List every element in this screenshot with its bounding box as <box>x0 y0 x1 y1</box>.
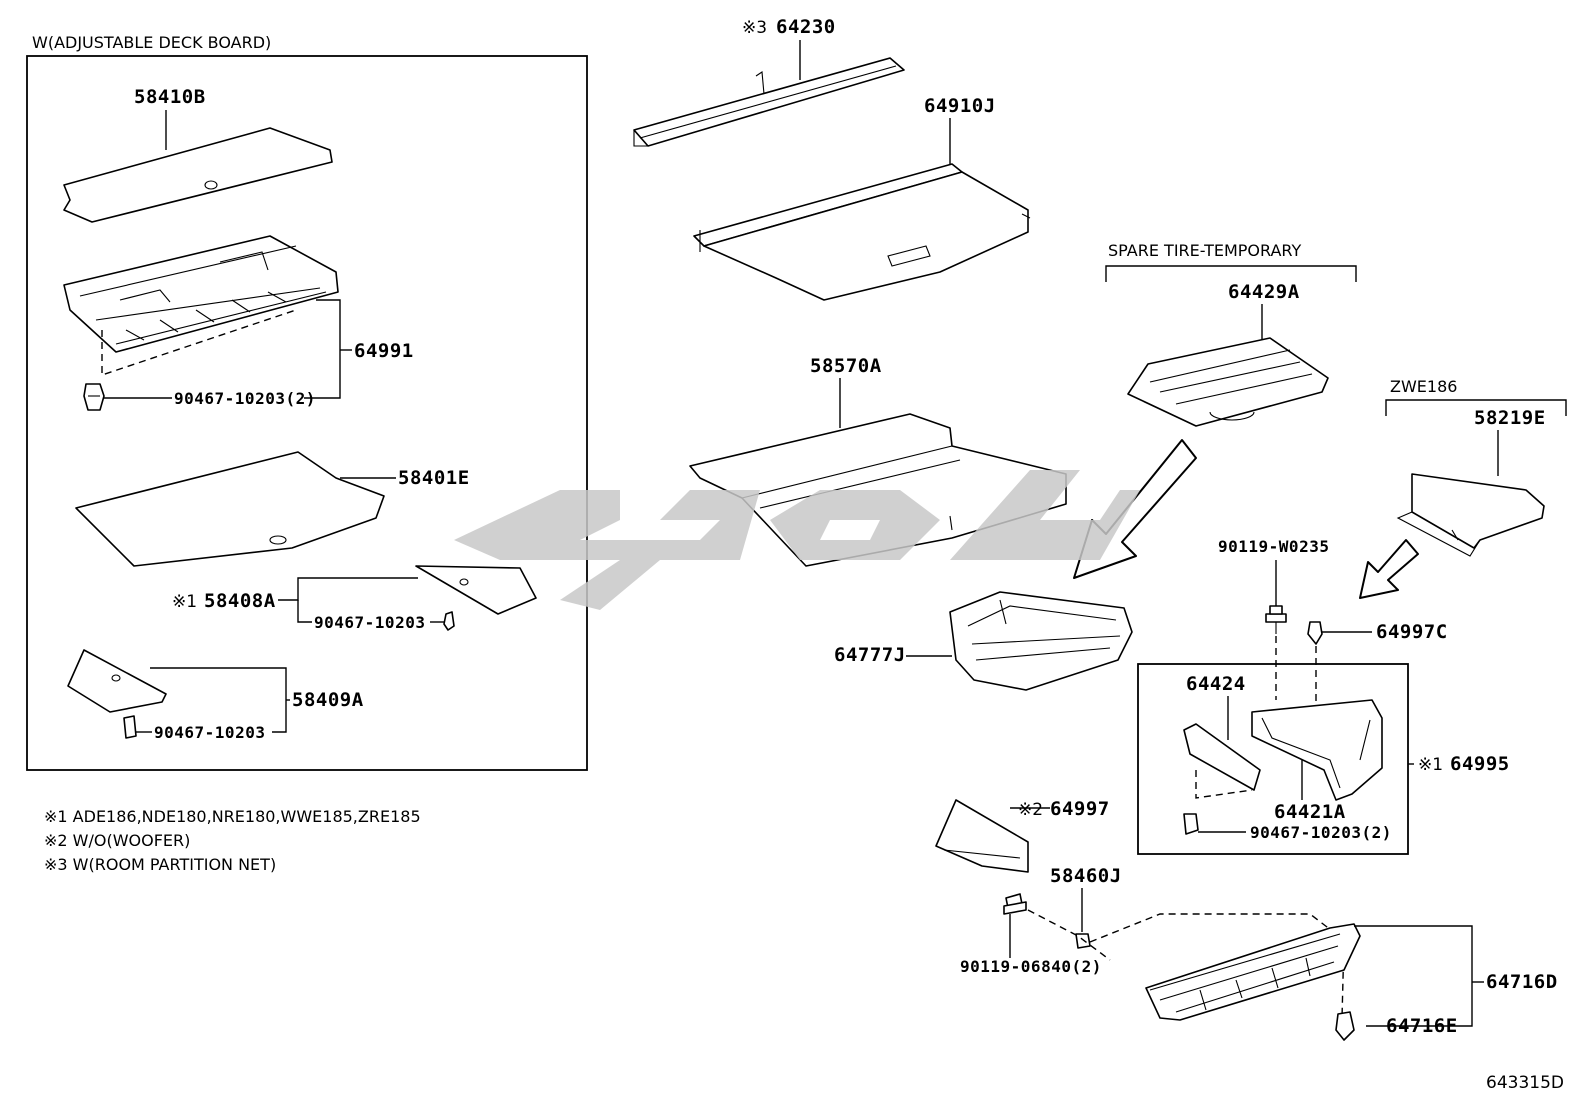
label-90467-10203-2-right: 90467-10203(2) <box>1250 823 1392 842</box>
note-2: ※2 W/O(WOOFER) <box>44 831 190 850</box>
label-64777j: 64777J <box>834 644 906 666</box>
bolt-90119-w0235[interactable] <box>1265 605 1287 634</box>
header-adjustable-deck-board: W(ADJUSTABLE DECK BOARD) <box>32 33 271 52</box>
label-64716e: 64716E <box>1386 1015 1458 1037</box>
label-90119-w0235: 90119-W0235 <box>1218 537 1329 556</box>
spare-tire-cover-64429a[interactable] <box>1127 337 1329 427</box>
label-64910j: 64910J <box>924 95 996 117</box>
clip-90467-10203-right[interactable] <box>1183 813 1199 835</box>
label-58570a: 58570A <box>810 355 882 377</box>
clip-58408a[interactable] <box>443 611 455 631</box>
panel-64424[interactable] <box>1183 723 1261 791</box>
label-58410b: 58410B <box>134 86 206 108</box>
figure-code: 643315D <box>1486 1073 1564 1093</box>
header-spare-tire-temporary: SPARE TIRE-TEMPORARY <box>1108 241 1302 260</box>
clip-64997c[interactable] <box>1307 621 1323 645</box>
note-1: ※1 ADE186,NDE180,NRE180,WWE185,ZRE185 <box>44 807 421 826</box>
adjustable-deck-board-frame <box>26 55 588 771</box>
bolt-90119-06840[interactable] <box>1003 893 1027 915</box>
scuff-plate-64716d[interactable] <box>1145 923 1361 1021</box>
note-3: ※3 W(ROOM PARTITION NET) <box>44 855 276 874</box>
direction-arrow-right <box>1359 539 1419 599</box>
label-90467-10203-b: 90467-10203 <box>154 723 265 742</box>
label-64230: 64230 <box>776 16 836 38</box>
tonneau-cover-64910j[interactable] <box>693 163 1031 301</box>
label-58401e: 58401E <box>398 467 470 489</box>
watermark-logo <box>454 470 1140 610</box>
clip-64716e[interactable] <box>1335 1011 1355 1041</box>
label-64421a: 64421A <box>1274 801 1346 823</box>
deck-board-58410b[interactable] <box>63 127 333 223</box>
label-64997c: 64997C <box>1376 621 1448 643</box>
clip-58409a[interactable] <box>123 715 137 739</box>
label-64429a: 64429A <box>1228 281 1300 303</box>
panel-58219e[interactable] <box>1396 473 1545 557</box>
speaker-box-64997[interactable] <box>935 799 1029 873</box>
mark-1-58408a: ※1 <box>172 592 197 612</box>
spare-tire-tray-64777j[interactable] <box>949 591 1133 691</box>
mark-1-64995: ※1 <box>1418 755 1443 775</box>
partition-net-64230[interactable] <box>633 57 905 147</box>
label-58460j: 58460J <box>1050 865 1122 887</box>
label-58408a: 58408A <box>204 590 276 612</box>
label-90467-10203-2-left: 90467-10203(2) <box>174 389 316 408</box>
assembly-64995-frame <box>1137 663 1409 855</box>
label-58219e: 58219E <box>1474 407 1546 429</box>
cover-58408a[interactable] <box>415 565 537 615</box>
mark-3-64230: ※3 <box>742 18 767 38</box>
label-90119-06840-2: 90119-06840(2) <box>960 957 1102 976</box>
label-90467-10203-a: 90467-10203 <box>314 613 425 632</box>
deck-mat-58401e[interactable] <box>75 451 385 567</box>
nut-58460j[interactable] <box>1075 933 1091 949</box>
label-64424: 64424 <box>1186 673 1246 695</box>
deck-tray-64991[interactable] <box>63 235 339 353</box>
label-64716d: 64716D <box>1486 971 1558 993</box>
box-64421a[interactable] <box>1251 699 1383 801</box>
header-zwe186: ZWE186 <box>1390 377 1457 396</box>
clip-90467-10203[interactable] <box>83 383 105 411</box>
cover-58409a[interactable] <box>67 649 167 713</box>
label-64991: 64991 <box>354 340 414 362</box>
mark-2-64997: ※2 <box>1018 800 1043 820</box>
label-64995: 64995 <box>1450 753 1510 775</box>
label-58409a: 58409A <box>292 689 364 711</box>
label-64997: 64997 <box>1050 798 1110 820</box>
